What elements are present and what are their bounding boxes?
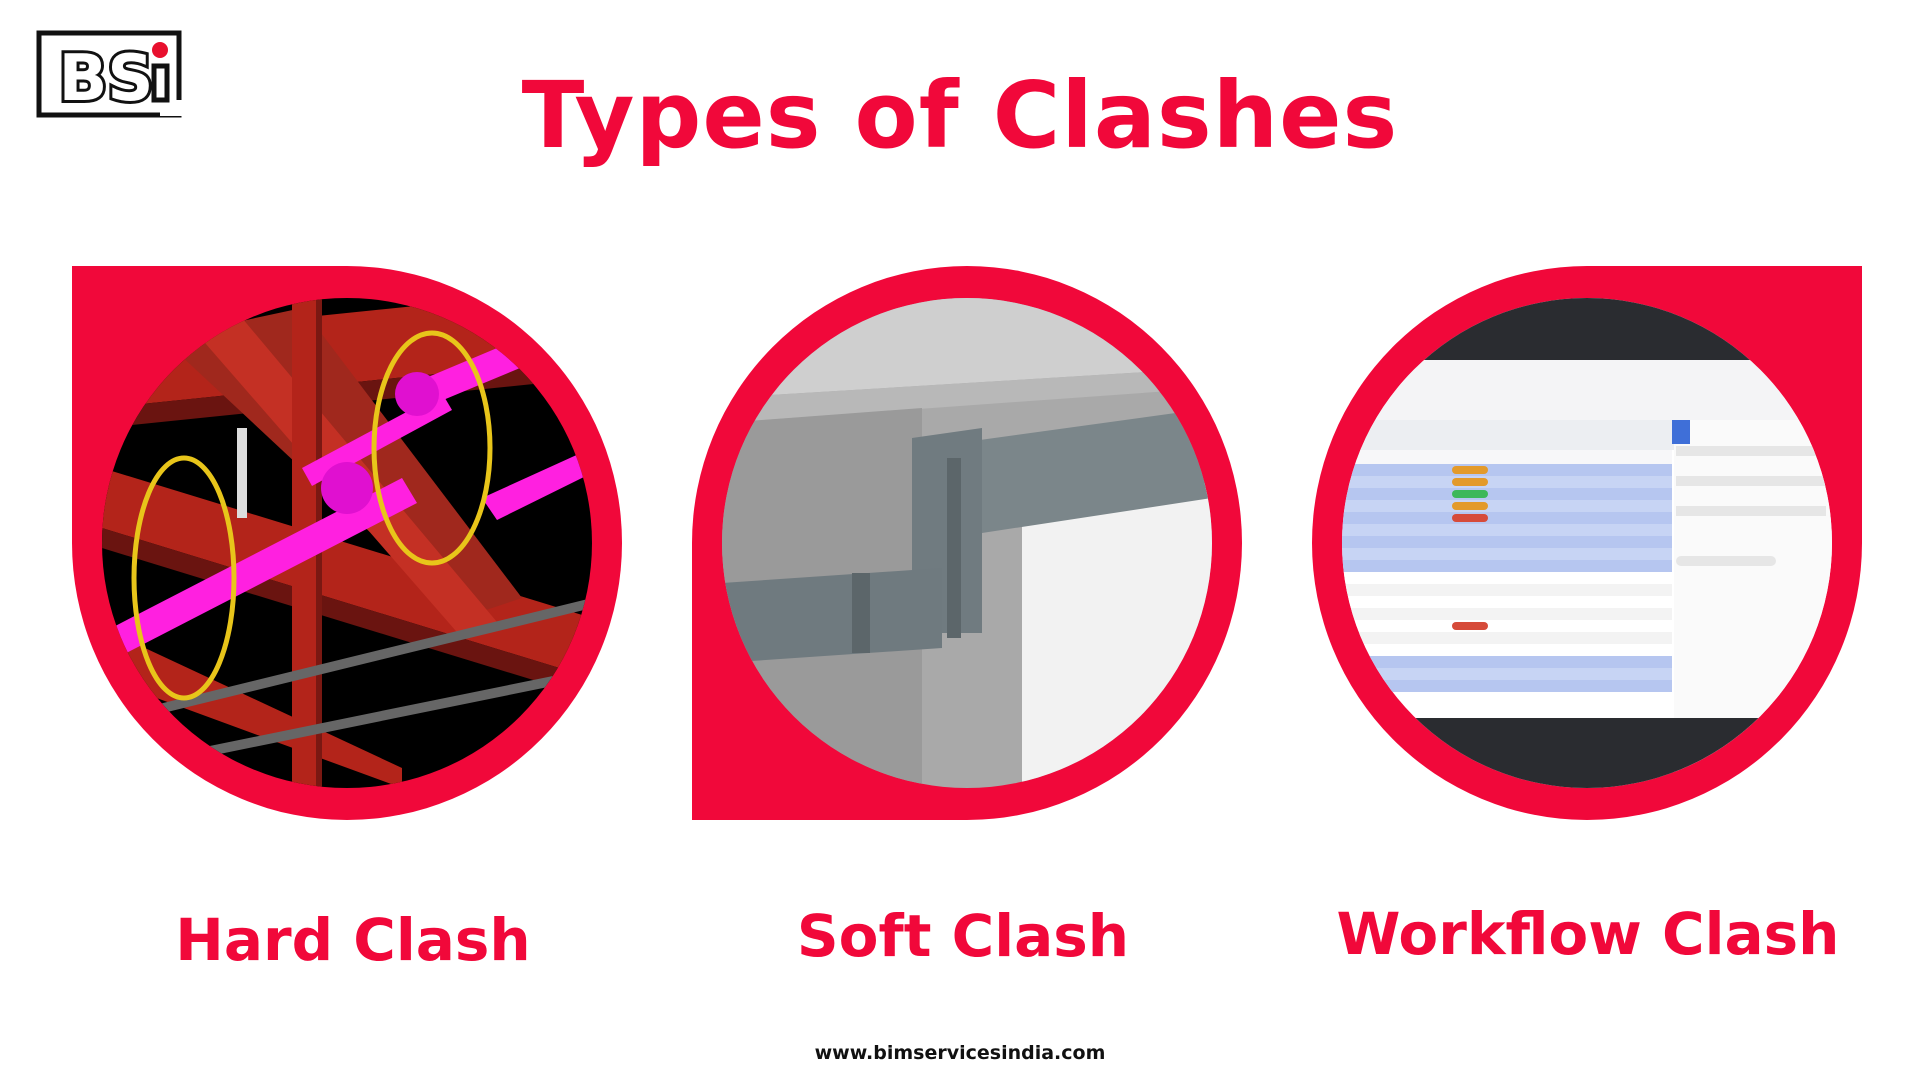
bsi-logo: BS <box>36 30 186 118</box>
website-url[interactable]: www.bimservicesindia.com <box>814 1042 1106 1064</box>
hard-clash-panel <box>72 266 622 820</box>
bsi-logo-icon: BS <box>36 30 184 118</box>
clash-management-software-screenshot <box>1342 298 1832 788</box>
workflow-clash-caption: Workflow Clash <box>1336 900 1840 968</box>
hard-clash-caption: Hard Clash <box>175 906 531 974</box>
ductwork-clearance-clash-image <box>722 298 1212 788</box>
workflow-clash-panel <box>1312 266 1862 820</box>
svg-text:BS: BS <box>59 42 154 116</box>
soft-clash-panel <box>692 266 1242 820</box>
soft-clash-caption: Soft Clash <box>796 902 1130 970</box>
steel-beam-pipe-clash-image <box>102 298 592 788</box>
page-title: Types of Clashes <box>521 62 1399 169</box>
